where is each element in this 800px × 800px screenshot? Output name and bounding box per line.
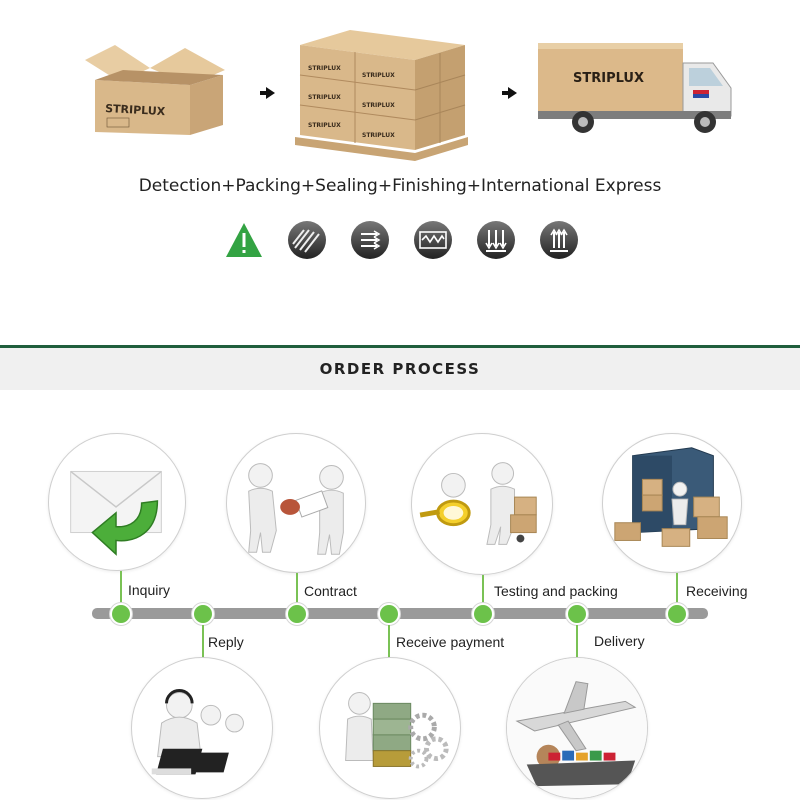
packing-illustration-row: STRIPLUX STRIPLUX STRIPLUX STRIPLUX STRI…: [0, 0, 800, 175]
money-gears-icon: [345, 692, 449, 769]
svg-text:STRIPLUX: STRIPLUX: [362, 102, 395, 109]
receiving-stem: [676, 573, 678, 611]
truck-brand-text: STRIPLUX: [573, 71, 644, 86]
wave-sealed-icon: [413, 220, 453, 260]
arrows-right-icon: [350, 220, 390, 260]
arrow-right-icon: [502, 87, 517, 99]
inquiry-stem: [120, 571, 122, 611]
delivery-image: [506, 657, 648, 799]
reply-stem: [202, 625, 204, 658]
delivery-truck-image: STRIPLUX: [533, 38, 738, 138]
svg-text:STRIPLUX: STRIPLUX: [362, 132, 395, 139]
section-divider: [0, 345, 800, 348]
open-box-image: STRIPLUX: [75, 40, 230, 140]
svg-text:STRIPLUX: STRIPLUX: [362, 72, 395, 79]
contract-image: [226, 433, 366, 573]
order-process-title: ORDER PROCESS: [319, 360, 481, 378]
arrow-right-icon: [260, 87, 275, 99]
receiving-node: [666, 603, 688, 625]
svg-text:STRIPLUX: STRIPLUX: [308, 65, 341, 72]
arrows-down-icon: [476, 220, 516, 260]
svg-text:STRIPLUX: STRIPLUX: [308, 94, 341, 101]
airplane-ship-icon: [507, 658, 647, 798]
magnifier-boxes-icon: [419, 462, 537, 545]
warning-icon: [224, 220, 264, 260]
receiving-image: [602, 433, 742, 573]
receiving-label: Receiving: [686, 583, 748, 599]
receive-payment-node: [378, 603, 400, 625]
receive-payment-label: Receive payment: [396, 634, 505, 650]
reply-node: [192, 603, 214, 625]
contract-label: Contract: [304, 583, 357, 599]
packing-caption: Detection+Packing+Sealing+Finishing+Inte…: [138, 176, 662, 196]
testing-packing-image: [411, 433, 553, 575]
receive-payment-stem: [388, 625, 390, 658]
timeline-bar: [92, 608, 708, 619]
receive-payment-image: [319, 657, 461, 799]
order-process-band: [0, 348, 800, 390]
headset-agents-icon: [151, 689, 244, 775]
testing-packing-stem: [482, 575, 484, 611]
reply-image: [131, 657, 273, 799]
pallet-boxes-image: STRIPLUX STRIPLUX STRIPLUX STRIPLUX STRI…: [290, 15, 470, 165]
testing-packing-node: [472, 603, 494, 625]
envelope-icon: [70, 470, 162, 556]
handling-symbols: [224, 220, 584, 264]
inquiry-label: Inquiry: [128, 582, 171, 598]
this-way-up-icon: [539, 220, 579, 260]
delivery-node: [566, 603, 588, 625]
container-boxes-icon: [614, 447, 728, 547]
delivery-label: Delivery: [594, 633, 645, 649]
handshake-contract-icon: [248, 463, 344, 555]
fragile-stripes-icon: [287, 220, 327, 260]
contract-node: [286, 603, 308, 625]
contract-stem: [296, 573, 298, 611]
delivery-stem: [576, 625, 578, 658]
box-brand-text: STRIPLUX: [105, 102, 166, 118]
reply-label: Reply: [208, 634, 244, 650]
svg-text:STRIPLUX: STRIPLUX: [308, 122, 341, 129]
inquiry-node: [110, 603, 132, 625]
testing-packing-label: Testing and packing: [494, 583, 618, 599]
inquiry-image: [48, 433, 186, 571]
